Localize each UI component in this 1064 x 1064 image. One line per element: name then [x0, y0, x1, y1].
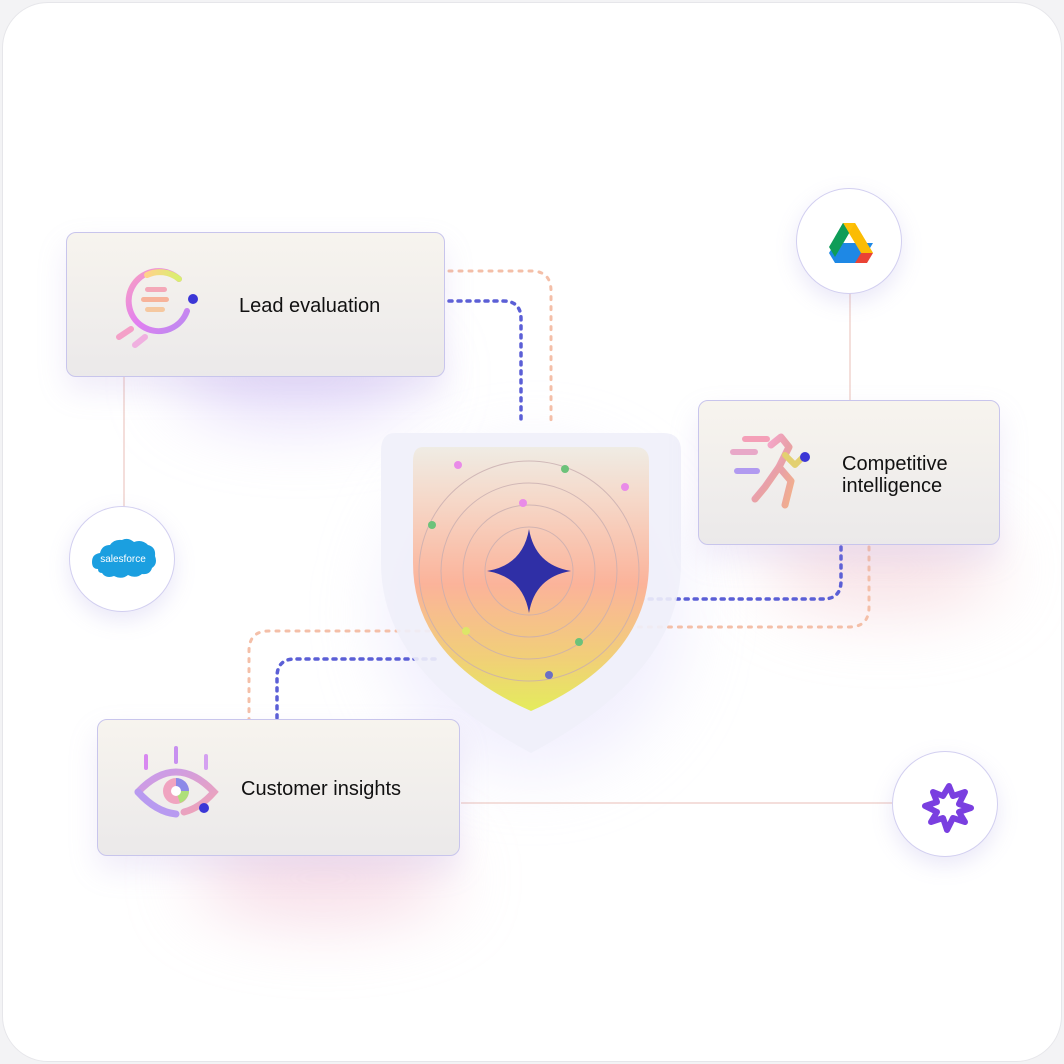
card-customer-insights[interactable]: Customer insights	[97, 719, 460, 856]
lead-evaluation-icon	[116, 268, 198, 348]
google-drive-badge[interactable]	[796, 188, 902, 294]
dotted-path-lead-peach	[447, 269, 553, 425]
dotted-path-competitive-blue	[641, 545, 843, 601]
central-shield	[381, 433, 681, 753]
customer-insights-label: Customer insights	[241, 778, 402, 800]
google-drive-logo	[829, 223, 873, 263]
card-competitive-intelligence[interactable]: Competitive intelligence	[698, 400, 1000, 545]
salesforce-cloud-logo	[92, 538, 156, 578]
connector-lines	[123, 269, 893, 804]
dotted-path-competitive-peach	[631, 545, 871, 629]
competitive-intelligence-label-line2: intelligence	[842, 475, 943, 497]
lead-evaluation-label: Lead evaluation	[239, 295, 381, 317]
orbit-dots	[428, 461, 629, 679]
eye-icon	[134, 746, 219, 818]
dotted-path-customer-blue	[275, 657, 437, 721]
burst-badge[interactable]	[892, 751, 998, 857]
card-lead-evaluation[interactable]: Lead evaluation	[66, 232, 445, 377]
dotted-path-lead-blue	[447, 299, 523, 425]
competitive-intelligence-label-line1: Competitive	[842, 453, 948, 475]
dotted-path-customer-peach	[247, 629, 441, 721]
salesforce-label: salesforce	[100, 554, 146, 565]
purple-starburst-logo	[922, 783, 974, 833]
salesforce-badge[interactable]: salesforce	[69, 506, 175, 612]
four-point-star-icon	[487, 529, 571, 613]
runner-icon	[730, 433, 810, 509]
